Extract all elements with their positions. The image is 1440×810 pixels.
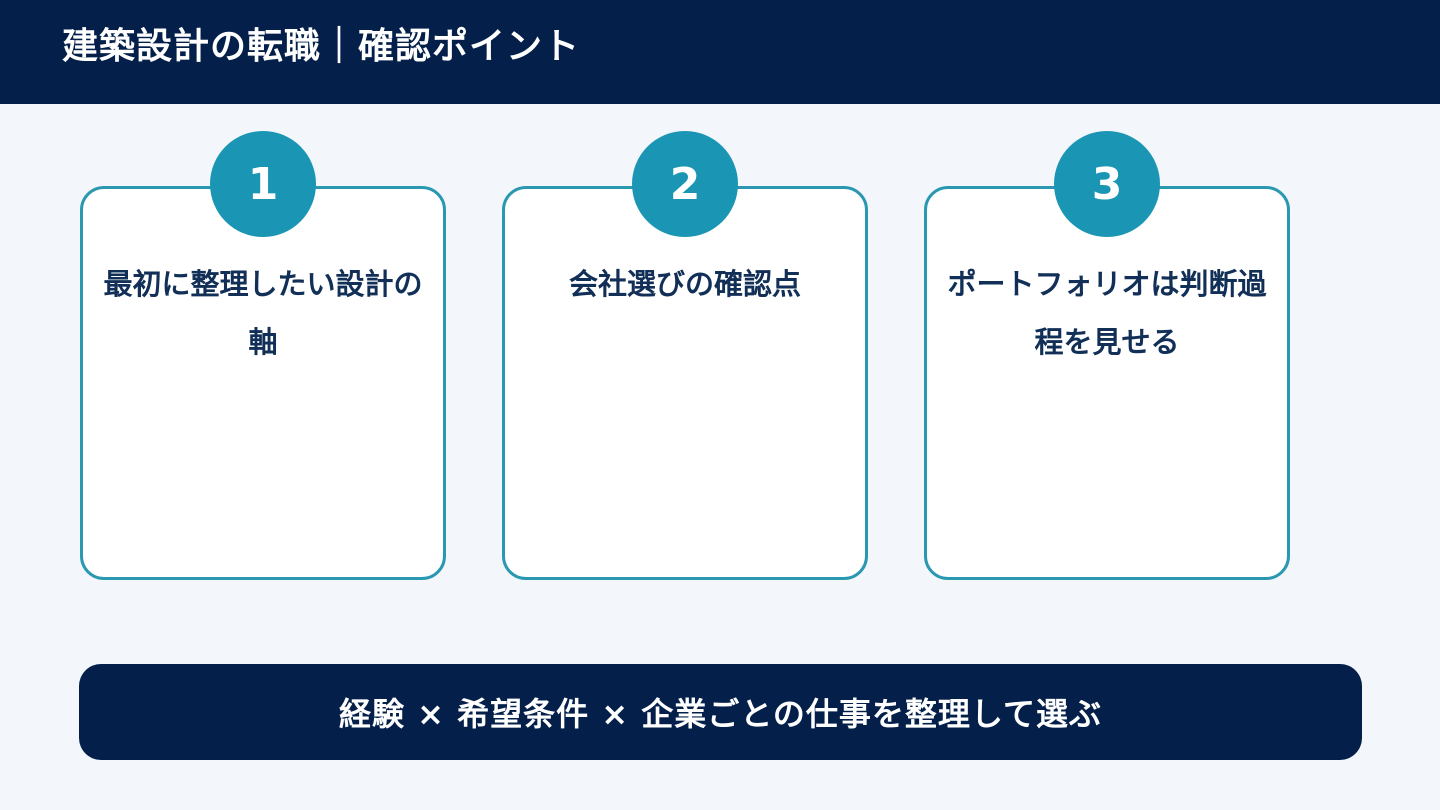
page-title: 建築設計の転職｜確認ポイント xyxy=(62,26,581,67)
summary-banner: 経験 × 希望条件 × 企業ごとの仕事を整理して選ぶ xyxy=(79,664,1362,760)
number-badge-2: 2 xyxy=(632,131,738,237)
number-badge-3: 3 xyxy=(1054,131,1160,237)
number-badge-1: 1 xyxy=(210,131,316,237)
card-title-1: 最初に整理したい設計の軸 xyxy=(103,267,423,359)
point-card-1: 1 最初に整理したい設計の軸 xyxy=(80,131,446,580)
summary-text: 経験 × 希望条件 × 企業ごとの仕事を整理して選ぶ xyxy=(339,695,1102,733)
header-bar: 建築設計の転職｜確認ポイント xyxy=(0,0,1440,104)
point-card-2: 2 会社選びの確認点 xyxy=(502,131,868,580)
card-title-3: ポートフォリオは判断過程を見せる xyxy=(947,267,1267,359)
point-card-3: 3 ポートフォリオは判断過程を見せる xyxy=(924,131,1290,580)
card-title-2: 会社選びの確認点 xyxy=(568,267,801,301)
